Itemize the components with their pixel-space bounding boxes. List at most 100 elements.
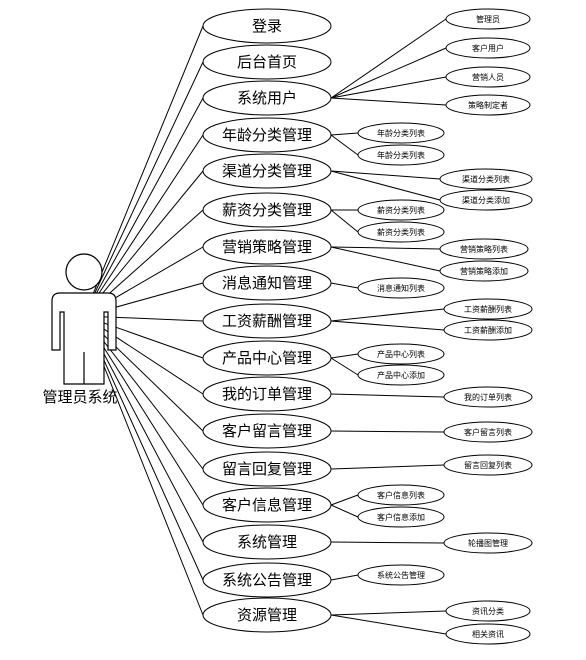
sub-connector — [330, 170, 441, 201]
sub-connector — [330, 393, 445, 398]
module-ellipse — [202, 117, 332, 153]
sub-function-node: 客户用户 — [445, 37, 531, 59]
sub-function-label: 营销人员 — [472, 72, 504, 82]
sub-function-ellipse — [443, 421, 533, 443]
sub-function-label: 产品中心列表 — [377, 349, 425, 359]
module-label: 留言回复管理 — [222, 460, 312, 478]
sub-function-label: 消息通知列表 — [377, 283, 425, 293]
sub-function-node: 轮播图管理 — [443, 532, 533, 554]
sub-function-label: 营销策略列表 — [460, 244, 508, 254]
module-ellipse — [202, 303, 332, 339]
actor-connector — [83, 61, 204, 317]
module-ellipse — [202, 597, 332, 633]
sub-function-label: 轮播图管理 — [468, 538, 508, 548]
sub-function-node: 年龄分类列表 — [357, 122, 445, 144]
sub-function-label: 渠道分类列表 — [462, 174, 510, 184]
module-node: 渠道分类管理 — [202, 153, 332, 189]
sub-connector — [330, 209, 359, 233]
module-ellipse — [202, 451, 332, 487]
sub-connector — [330, 614, 447, 635]
module-node: 后台首页 — [202, 44, 332, 80]
sub-function-label: 工资薪酬添加 — [464, 325, 512, 335]
actor-connector — [83, 134, 204, 317]
sub-function-ellipse — [357, 564, 445, 586]
sub-function-label: 管理员 — [476, 14, 500, 24]
sub-function-node: 留言回复列表 — [443, 454, 533, 476]
sub-function-ellipse — [443, 454, 533, 476]
connector-lines — [83, 18, 447, 635]
sub-function-ellipse — [443, 532, 533, 554]
module-ellipse — [202, 229, 332, 265]
sub-function-label: 留言回复列表 — [464, 460, 512, 470]
sub-function-ellipse — [445, 37, 531, 59]
module-node: 产品中心管理 — [202, 340, 332, 376]
sub-function-node: 消息通知列表 — [357, 277, 445, 299]
sub-function-node: 资讯分类 — [445, 600, 531, 622]
module-ellipse — [202, 487, 332, 523]
sub-connector — [330, 494, 359, 506]
sub-function-node: 策略制定者 — [445, 94, 531, 116]
module-node: 系统管理 — [202, 524, 332, 560]
module-label: 资源管理 — [237, 606, 297, 624]
sub-function-label: 年龄分类列表 — [377, 150, 425, 160]
sub-function-label: 工资薪酬列表 — [464, 304, 512, 314]
module-label: 营销策略管理 — [222, 238, 312, 256]
sub-function-label: 营销策略添加 — [460, 266, 508, 276]
sub-function-label: 客户信息添加 — [377, 512, 425, 522]
sub-connector — [330, 282, 359, 289]
actor-connector — [83, 25, 204, 317]
sub-connector — [330, 610, 447, 616]
sub-connector — [330, 97, 447, 106]
sub-connector — [330, 430, 445, 433]
sub-function-node: 渠道分类列表 — [439, 168, 533, 190]
actor-body — [51, 292, 117, 385]
sub-function-ellipse — [445, 66, 531, 88]
sub-function-node: 客户信息列表 — [357, 484, 445, 506]
sub-function-node: 薪资分类列表 — [357, 221, 445, 243]
sub-function-label: 相关资讯 — [472, 629, 504, 639]
module-label: 后台首页 — [237, 53, 297, 71]
module-ellipse — [202, 44, 332, 80]
sub-function-label: 渠道分类添加 — [462, 195, 510, 205]
sub-function-ellipse — [357, 506, 445, 528]
sub-function-node: 薪资分类列表 — [357, 199, 445, 221]
sub-function-label: 年龄分类列表 — [377, 128, 425, 138]
module-ellipse — [202, 265, 332, 301]
module-node: 客户留言管理 — [202, 413, 332, 449]
module-label: 消息通知管理 — [222, 274, 312, 292]
sub-connector — [330, 246, 441, 272]
module-label: 登录 — [252, 17, 282, 35]
module-label: 系统公告管理 — [222, 571, 312, 589]
sub-function-ellipse — [439, 168, 533, 190]
sub-connector — [330, 47, 447, 99]
sub-function-label: 我的订单列表 — [464, 392, 512, 402]
module-ellipse — [202, 340, 332, 376]
sub-function-label: 资讯分类 — [472, 606, 504, 616]
sub-function-node: 产品中心添加 — [357, 364, 445, 386]
sub-function-ellipse — [439, 260, 529, 282]
sub-function-ellipse — [439, 189, 533, 211]
sub-function-node: 管理员 — [445, 8, 531, 30]
actor-figure: 管理员系统 — [42, 253, 118, 406]
sub-connector — [330, 504, 359, 518]
module-label: 客户信息管理 — [222, 496, 312, 514]
sub-function-node: 相关资讯 — [445, 623, 531, 645]
sub-function-label: 薪资分类列表 — [377, 227, 425, 237]
module-label: 渠道分类管理 — [222, 162, 312, 180]
module-ellipse — [202, 524, 332, 560]
module-node: 登录 — [202, 8, 332, 44]
sub-function-node: 营销人员 — [445, 66, 531, 88]
module-node: 系统用户 — [202, 80, 332, 116]
sub-connector — [330, 464, 445, 470]
sub-connector — [330, 574, 359, 581]
sub-connector — [330, 308, 445, 322]
sub-function-ellipse — [445, 600, 531, 622]
module-node: 客户信息管理 — [202, 487, 332, 523]
sub-function-ellipse — [357, 343, 445, 365]
module-label: 系统管理 — [237, 533, 297, 551]
sub-function-node: 系统公告管理 — [357, 564, 445, 586]
module-node: 留言回复管理 — [202, 451, 332, 487]
module-ellipse — [202, 562, 332, 598]
